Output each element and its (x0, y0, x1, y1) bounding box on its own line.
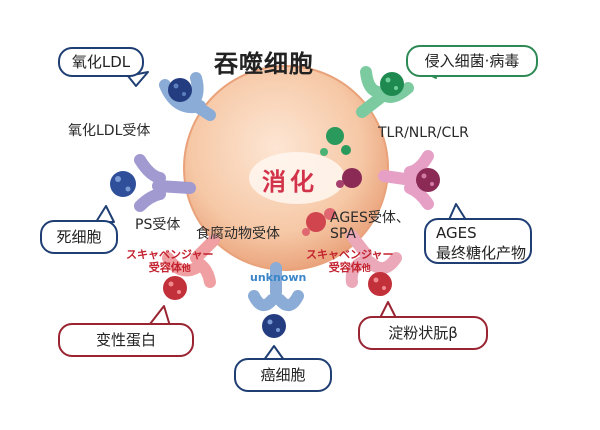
receptor-tlr (356, 66, 414, 118)
particle-bacteria (380, 72, 404, 96)
receptor-unknown (248, 262, 304, 312)
bubble-denatured-protein: 变性蛋白 (58, 323, 194, 357)
particle-ages (416, 168, 440, 192)
receptor-scavenger-right (345, 230, 402, 288)
scavenger-right-text: スキャベンジャー 受容体 (306, 248, 394, 274)
label-scavenger-right: スキャベンジャー 受容体他 (306, 248, 393, 276)
label-scavenger-left: スキャベンジャー 受容体他 (126, 248, 213, 276)
scavenger-right-suffix: 他 (361, 264, 371, 274)
label-oxidized-ldl-receptor: 氧化LDL受体 (68, 123, 151, 139)
label-phagocyte-receptor: 食腐动物受体 (196, 226, 280, 242)
bubble-oxidized-ldl: 氧化LDL (58, 47, 144, 77)
label-ages-receptor: AGES受体、 SPA (330, 210, 410, 242)
digest-backdrop (249, 152, 345, 204)
receptor-scavenger-left (162, 234, 220, 288)
particle-cancer-cell (262, 314, 286, 338)
label-ps-receptor: PS受体 (135, 217, 181, 233)
receptor-ps (134, 154, 196, 212)
internal-red-particle (306, 212, 326, 232)
bubble-ages: AGES 最终糖化产物 (424, 218, 532, 264)
digest-label: 消化 (262, 168, 318, 196)
receptor-oxidized-ldl (159, 72, 216, 121)
scavenger-left-suffix: 他 (181, 264, 191, 274)
bubble-dead-cell: 死细胞 (40, 220, 118, 254)
label-tlr: TLR/NLR/CLR (378, 125, 469, 141)
particle-denatured-protein (163, 276, 187, 300)
bubble-bacteria-virus: 侵入细菌·病毒 (406, 45, 538, 77)
scavenger-left-text: スキャベンジャー 受容体 (126, 248, 214, 274)
diagram-title: 吞噬细胞 (214, 50, 314, 78)
particle-oxidized-ldl (168, 78, 192, 102)
internal-green-particle (326, 127, 344, 145)
bubble-cancer-cell: 癌细胞 (234, 358, 332, 392)
receptor-ages (378, 150, 434, 210)
bubble-amyloid: 淀粉状朊β (358, 316, 488, 350)
internal-maroon-particle (342, 168, 362, 188)
particle-dead-cell (110, 171, 136, 197)
particle-amyloid (368, 272, 392, 296)
label-unknown: unknown (250, 271, 307, 284)
